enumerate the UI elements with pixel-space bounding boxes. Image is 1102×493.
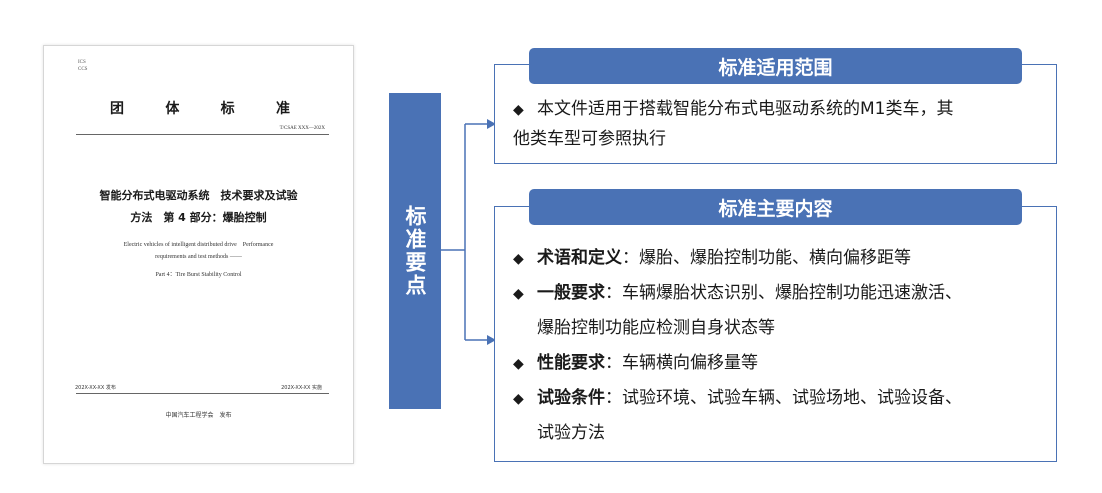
item-term: 一般要求 [537, 283, 605, 303]
item-text: ：车辆爆胎状态识别、爆胎控制功能迅速激活、 [605, 283, 962, 303]
issue-date: 202X-XX-XX 发布 [75, 385, 116, 391]
english-title-line1: Electric vehicles of intelligent distrib… [123, 242, 274, 248]
arrow-right-icon [487, 335, 496, 345]
diamond-bullet-icon: ◆ [513, 286, 524, 302]
item-text: ：车辆横向偏移量等 [605, 353, 758, 373]
top-divider [76, 134, 329, 135]
heading-char: 标 [220, 101, 235, 117]
heading-char: 准 [275, 101, 290, 117]
classification-codes: ICS CCS [78, 59, 87, 73]
english-title-line3: Part 4：Tire Burst Stability Control [155, 272, 242, 278]
heading-char: 体 [165, 101, 180, 117]
diamond-bullet-icon: ◆ [513, 102, 524, 118]
arrow-right-icon [487, 119, 496, 129]
content-item-performance: ◆ 性能要求：车辆横向偏移量等 [513, 346, 1053, 381]
bottom-divider [76, 393, 329, 394]
item-term: 试验条件 [537, 388, 605, 408]
diamond-bullet-icon: ◆ [513, 251, 524, 267]
scope-text-line2: 他类车型可参照执行 [513, 129, 666, 149]
cover-title-line1: 智能分布式电驱动系统 技术要求及试验 [99, 189, 298, 202]
key-points-bar: 标准要点 [389, 93, 441, 409]
content-header: 标准主要内容 [529, 189, 1022, 225]
scope-item: ◆ 本文件适用于搭载智能分布式电驱动系统的M1类车，其 他类车型可参照执行 [513, 95, 1043, 154]
implementation-date: 202X-XX-XX 实施 [281, 385, 322, 391]
cover-title-line2: 方法 第 4 部分：爆胎控制 [130, 211, 267, 224]
scope-text-line1: 本文件适用于搭载智能分布式电驱动系统的M1类车，其 [537, 99, 954, 119]
content-item-test-conditions: ◆ 试验条件：试验环境、试验车辆、试验场地、试验设备、 试验方法 [513, 381, 1053, 450]
item-term: 术语和定义 [537, 248, 622, 268]
item-text: ：试验环境、试验车辆、试验场地、试验设备、 [605, 388, 962, 408]
standard-number: T/CSAE XXX—202X [279, 126, 325, 131]
item-term: 性能要求 [537, 353, 605, 373]
heading-char: 团 [110, 101, 124, 117]
cover-heading: 团 体 标 准 [110, 98, 290, 118]
item-text-continued: 爆胎控制功能应检测自身状态等 [537, 318, 775, 338]
standard-cover-thumbnail: ICS CCS 团 体 标 准 T/CSAE XXX—202X 智能分布式电驱动… [43, 45, 354, 464]
ccs-code: CCS [78, 67, 88, 72]
key-points-label: 标准要点 [403, 205, 427, 297]
content-box: ◆ 术语和定义：爆胎、爆胎控制功能、横向偏移距等 ◆ 一般要求：车辆爆胎状态识别、爆… [494, 206, 1057, 462]
content-item-general: ◆ 一般要求：车辆爆胎状态识别、爆胎控制功能迅速激活、 爆胎控制功能应检测自身状态… [513, 276, 1053, 345]
item-text: ：爆胎、爆胎控制功能、横向偏移距等 [622, 248, 911, 268]
publisher: 中国汽车工程学会 发布 [165, 412, 232, 419]
ics-code: ICS [78, 60, 86, 65]
content-item-terms: ◆ 术语和定义：爆胎、爆胎控制功能、横向偏移距等 [513, 241, 1053, 276]
diamond-bullet-icon: ◆ [513, 356, 524, 372]
bracket-connector [441, 119, 496, 345]
item-text-continued: 试验方法 [537, 423, 605, 443]
english-title-line2: requirements and test methods —— [155, 254, 242, 260]
diamond-bullet-icon: ◆ [513, 391, 524, 407]
scope-header: 标准适用范围 [529, 48, 1022, 84]
